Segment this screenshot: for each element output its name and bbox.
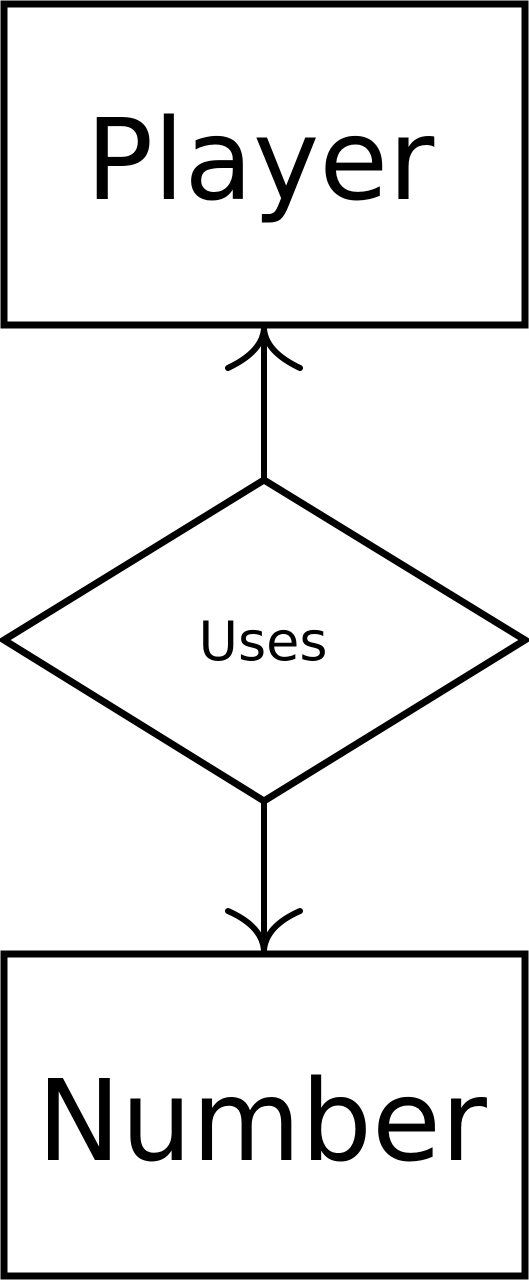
arrowhead-up-icon xyxy=(225,326,303,371)
entity-number-label: Number xyxy=(37,1057,488,1187)
edge-uses-to-player xyxy=(225,326,303,481)
entity-number-box xyxy=(0,950,529,1280)
relationship-uses-label: Uses xyxy=(198,610,327,673)
entity-player-label: Player xyxy=(86,96,435,226)
entity-player: Player xyxy=(0,0,529,329)
relationship-uses: Uses xyxy=(0,475,529,806)
arrowhead-down-icon xyxy=(225,908,303,953)
entity-number: Number xyxy=(0,950,529,1280)
entity-player-box xyxy=(0,0,529,329)
edge-uses-to-number xyxy=(225,800,303,953)
